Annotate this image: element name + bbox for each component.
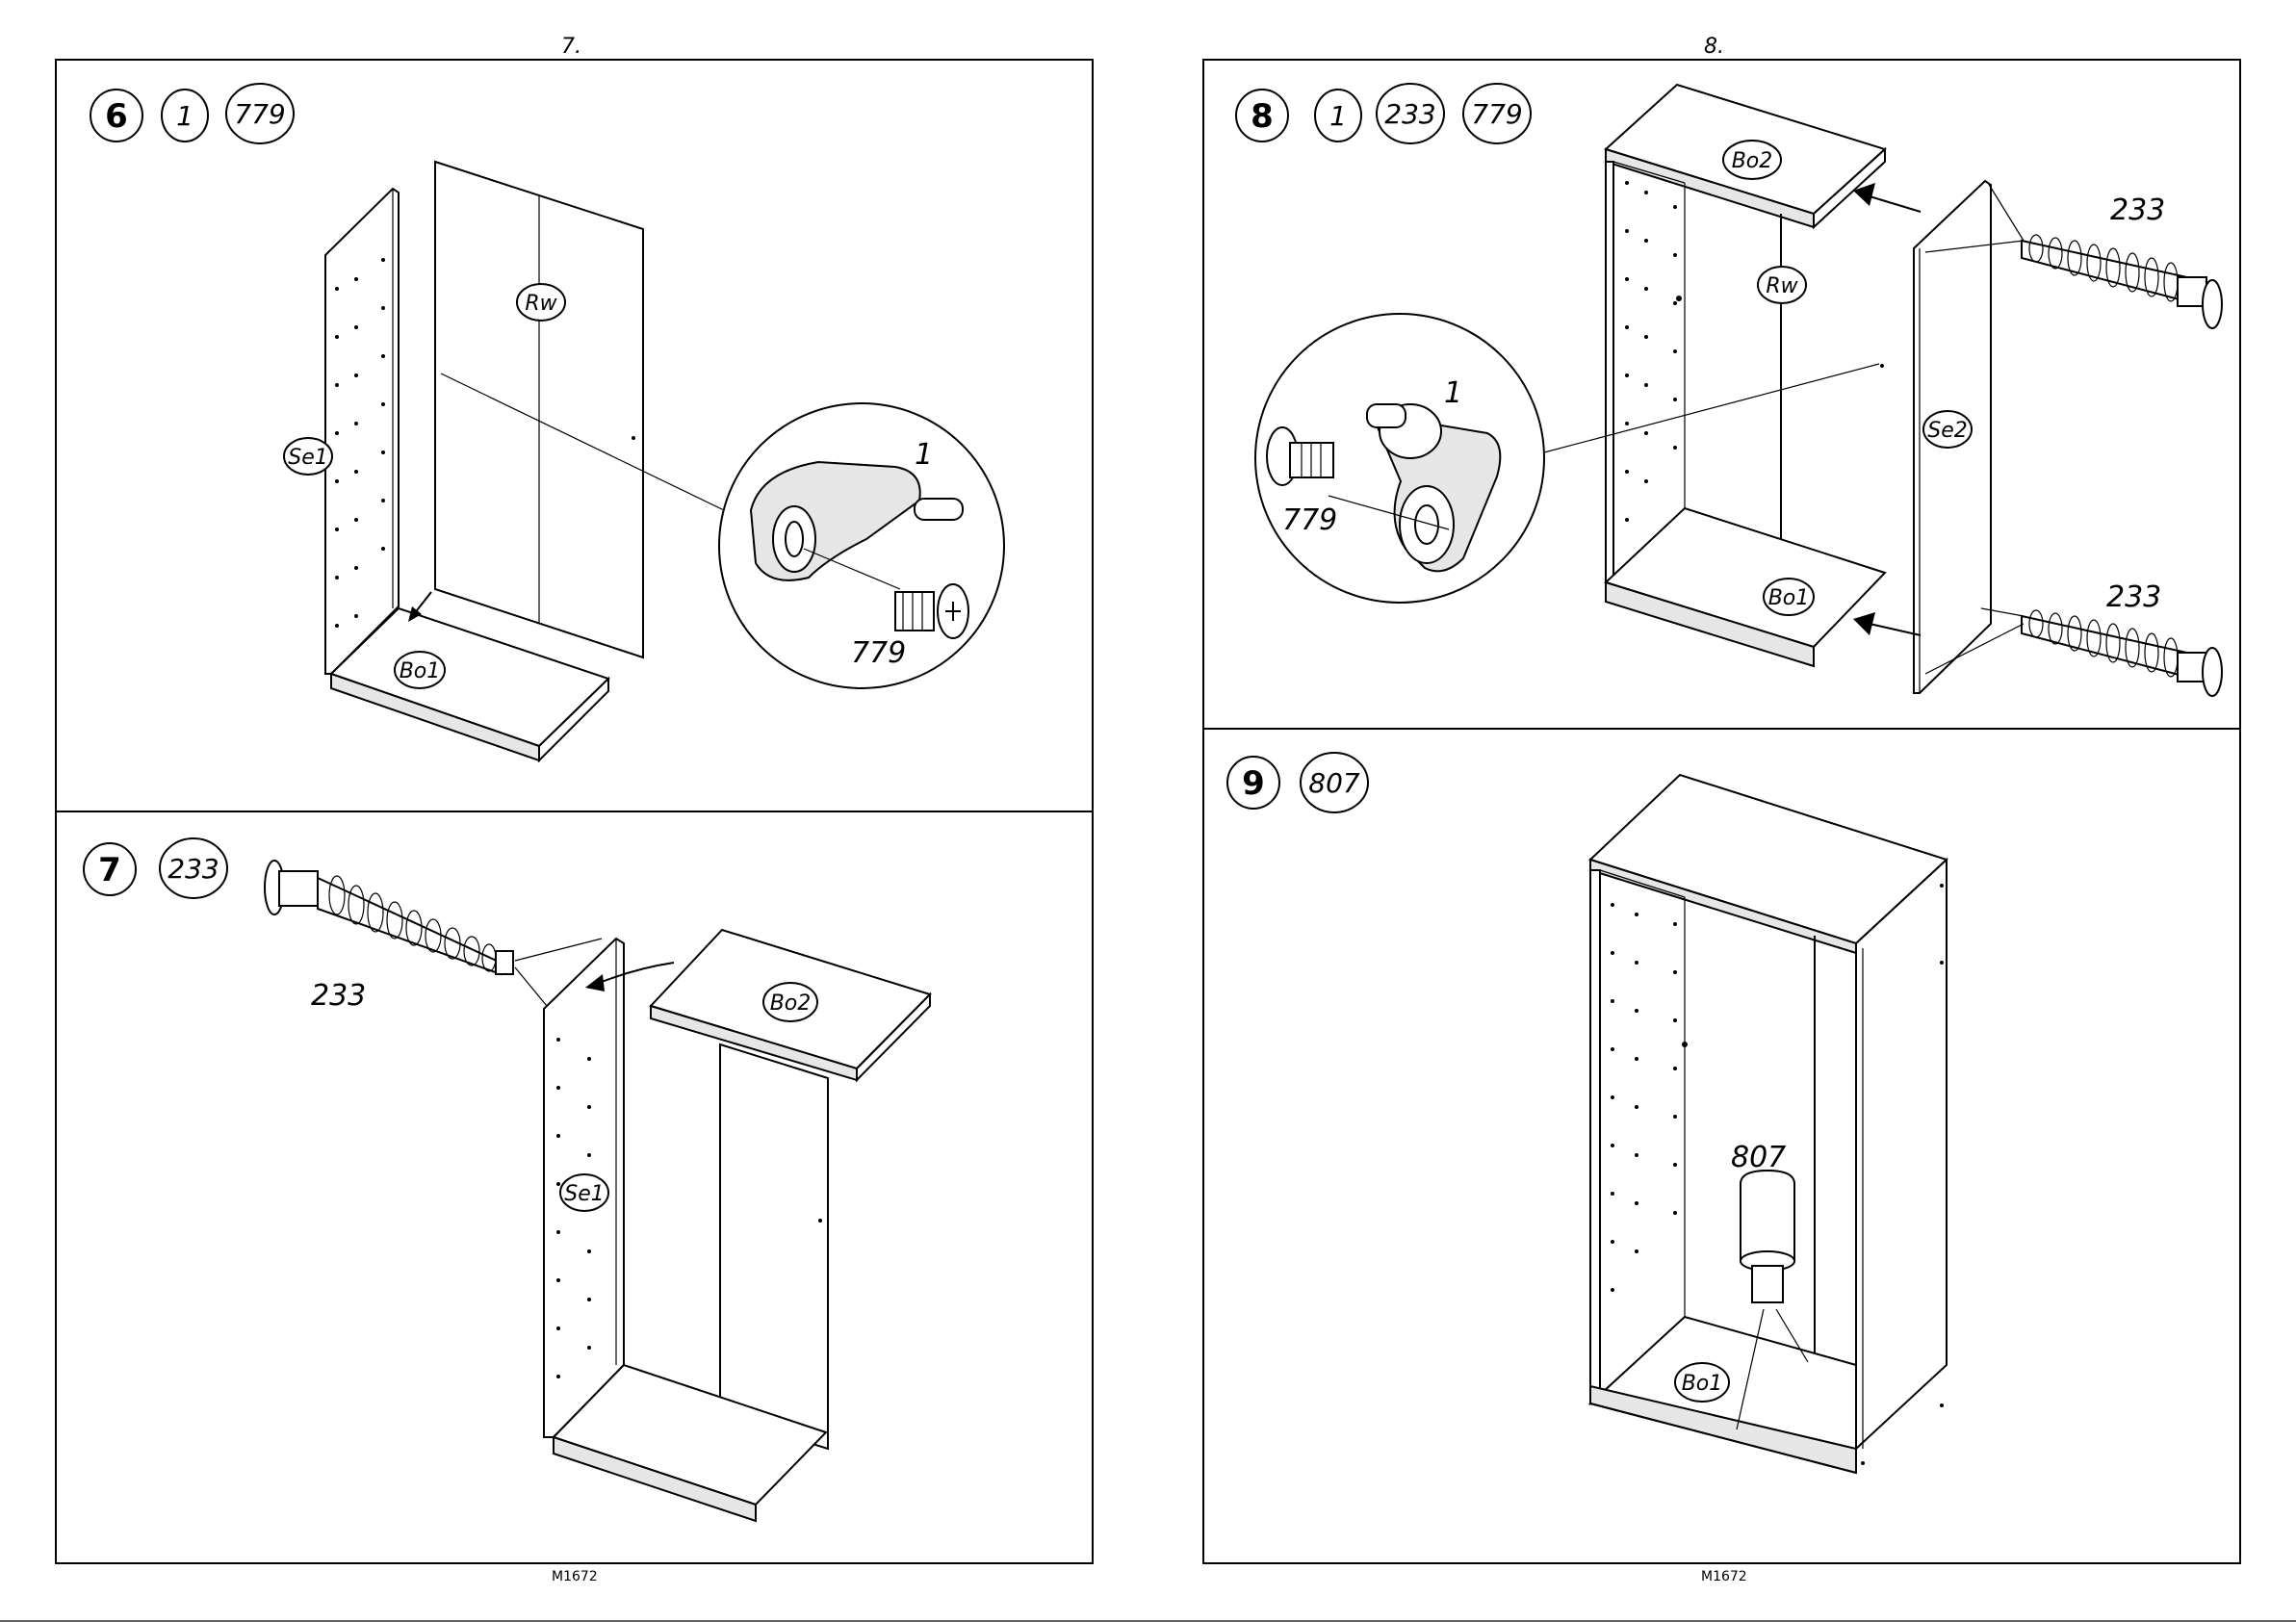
dowel-icon xyxy=(2022,610,2222,696)
top-panel-label: Bo2 xyxy=(770,991,812,1016)
step-9-panel: 9 807 xyxy=(1227,753,1947,1473)
side-panel-label: Se2 xyxy=(1927,419,1968,443)
step-8-header: 8 1 233 779 xyxy=(1236,84,1531,143)
side-panel-right xyxy=(1856,860,1947,1449)
step-number: 7 xyxy=(98,851,121,889)
detail-screw-label: 779 xyxy=(1282,503,1337,537)
back-panel-label: Rw xyxy=(1766,274,1798,298)
step-number: 6 xyxy=(105,97,128,136)
doc-code-left: M1672 xyxy=(552,1569,598,1584)
part-code: 233 xyxy=(1384,98,1435,130)
side-panel-left xyxy=(1606,162,1613,582)
bottom-panel-label: Bo1 xyxy=(1768,586,1810,610)
side-panel xyxy=(325,189,399,674)
page-number-right: 8. xyxy=(1704,35,1724,59)
part-code: 1 xyxy=(176,100,193,132)
part-code: 779 xyxy=(234,98,285,130)
dowel-label: 233 xyxy=(311,979,366,1013)
dowel-top-label: 233 xyxy=(2110,193,2165,227)
step-9-header: 9 807 xyxy=(1227,753,1368,812)
step-8-panel: 8 1 233 779 xyxy=(1236,84,2222,696)
step-6-panel: 6 1 779 xyxy=(90,84,1004,760)
part-code: 807 xyxy=(1308,767,1360,799)
dowel-icon xyxy=(265,861,513,974)
arrow-icon xyxy=(1853,612,1875,635)
part-code: 779 xyxy=(1471,98,1522,130)
cam-lock-icon xyxy=(1367,404,1500,571)
top-panel-label: Bo2 xyxy=(1732,149,1773,173)
step-number: 8 xyxy=(1251,97,1274,136)
part-code: 233 xyxy=(168,853,219,885)
doc-code-right: M1672 xyxy=(1701,1569,1747,1584)
tool-807-icon xyxy=(1741,1171,1794,1302)
step-number: 9 xyxy=(1242,764,1265,803)
bottom-panel-label: Bo1 xyxy=(400,659,441,683)
screw-icon xyxy=(1267,427,1333,485)
tool-label: 807 xyxy=(1731,1141,1786,1174)
cam-lock-icon xyxy=(751,462,963,580)
side-panel-left xyxy=(1590,870,1600,1403)
step-7-header: 7 233 xyxy=(84,838,227,898)
screw-icon xyxy=(895,584,968,638)
part-code: 1 xyxy=(1329,100,1347,132)
bottom-panel-label: Bo1 xyxy=(1682,1372,1723,1396)
side-panel-label: Se1 xyxy=(288,446,328,470)
side-panel-label: Se1 xyxy=(564,1182,605,1206)
detail-cam-label: 1 xyxy=(915,438,933,472)
dowel-bottom-label: 233 xyxy=(2106,580,2161,614)
page-number-left: 7. xyxy=(561,35,581,59)
detail-screw-label: 779 xyxy=(851,636,906,670)
step-7-panel: 7 233 233 xyxy=(84,838,930,1521)
back-panel-label: Rw xyxy=(525,292,557,316)
detail-cam-label: 1 xyxy=(1444,376,1462,410)
step-6-header: 6 1 779 xyxy=(90,84,294,143)
dowel-icon xyxy=(2022,235,2222,328)
